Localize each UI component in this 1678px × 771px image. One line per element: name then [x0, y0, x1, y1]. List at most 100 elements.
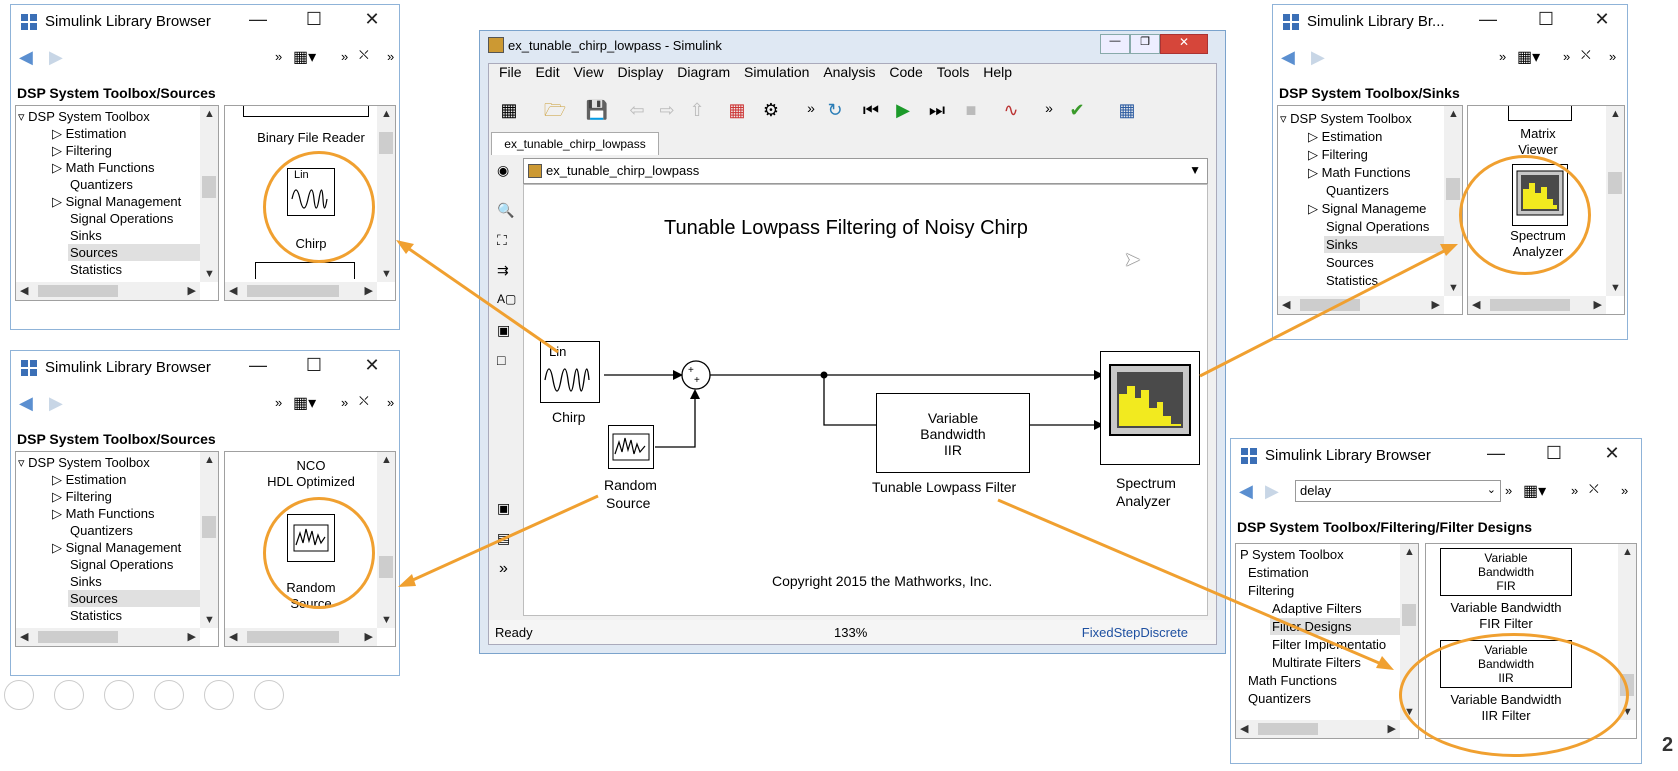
tree-item[interactable]: ▷ Signal Management: [52, 540, 182, 555]
close-icon[interactable]: ✕: [364, 355, 380, 375]
library-browser-icon[interactable]: ▦: [728, 100, 746, 120]
horizontal-scrollbar[interactable]: ◀▶: [16, 628, 200, 646]
slides-grid-icon[interactable]: [154, 680, 184, 710]
vertical-scrollbar[interactable]: ▲▼: [1606, 106, 1624, 296]
tree-item[interactable]: Estimation: [1248, 565, 1309, 580]
block-pane[interactable]: Variable Bandwidth FIR Variable Bandwidt…: [1425, 543, 1637, 739]
more-icon-3[interactable]: »: [387, 395, 395, 410]
run-icon[interactable]: ▶: [896, 100, 910, 120]
library-tree[interactable]: ▿ DSP System Toolbox ▷ Estimation ▷ Filt…: [15, 105, 219, 301]
tree-item[interactable]: Sinks: [70, 574, 102, 589]
pin-icon[interactable]: ⛌: [359, 47, 369, 62]
spectrum-analyzer-block[interactable]: [1100, 351, 1200, 465]
library-tree[interactable]: P System Toolbox Estimation Filtering Ad…: [1235, 543, 1419, 739]
area-icon[interactable]: □: [497, 352, 506, 368]
maximize-icon[interactable]: ☐: [305, 355, 323, 375]
tree-item-selected[interactable]: Filter Designs: [1270, 618, 1402, 635]
menu-display[interactable]: Display: [617, 64, 664, 80]
tree-item[interactable]: ▷ Estimation: [52, 472, 127, 487]
minimize-icon[interactable]: —: [1487, 443, 1505, 463]
close-icon[interactable]: ✕: [364, 9, 380, 29]
step-forward-icon[interactable]: ⏭: [928, 100, 946, 120]
back-icon[interactable]: ◀: [19, 393, 33, 413]
variable-bandwidth-iir-block[interactable]: Variable Bandwidth IIR: [876, 393, 1030, 473]
random-source-block[interactable]: [608, 425, 654, 469]
tree-item[interactable]: ▷ Signal Manageme: [1308, 201, 1427, 216]
expand-icon[interactable]: ▿: [18, 455, 25, 470]
pen-icon[interactable]: [104, 680, 134, 710]
horizontal-scrollbar[interactable]: ◀▶: [16, 282, 200, 300]
menu-edit[interactable]: Edit: [535, 64, 560, 80]
maximize-icon[interactable]: ☐: [1537, 9, 1555, 29]
more-icon-3[interactable]: »: [387, 49, 395, 64]
minimize-icon[interactable]: —: [1479, 9, 1497, 29]
tree-item[interactable]: Quantizers: [1248, 691, 1311, 706]
save-icon[interactable]: 💾: [585, 100, 609, 120]
hardware-icon[interactable]: ▦: [1118, 100, 1136, 120]
tree-item[interactable]: Quantizers: [70, 177, 133, 192]
horizontal-scrollbar[interactable]: ◀▶: [1236, 720, 1400, 738]
block-pane[interactable]: Binary File Reader Lin Chirp ▲▼ ◀▶: [224, 105, 396, 301]
zoom-icon[interactable]: [204, 680, 234, 710]
next-slide-icon[interactable]: [54, 680, 84, 710]
camera-icon[interactable]: ▣: [497, 500, 511, 516]
new-model-icon[interactable]: ▦▾: [1523, 483, 1547, 500]
tree-item[interactable]: ▷ Math Functions: [52, 160, 155, 175]
vertical-scrollbar[interactable]: ▲▼: [200, 452, 218, 628]
tree-item[interactable]: Statistics: [70, 608, 123, 623]
tree-item[interactable]: Sources: [1326, 255, 1374, 270]
close-icon[interactable]: ✕: [1604, 443, 1620, 463]
more-icon[interactable]: »: [275, 395, 283, 410]
zoom-in-icon[interactable]: 🔍: [497, 202, 515, 218]
new-model-icon[interactable]: ▦▾: [293, 49, 317, 66]
vertical-scrollbar[interactable]: ▲▼: [1400, 544, 1418, 720]
tree-item[interactable]: ▷ Estimation: [52, 126, 127, 141]
menu-tools[interactable]: Tools: [936, 64, 970, 80]
restore-icon[interactable]: ❐: [1130, 34, 1160, 54]
tree-item[interactable]: Quantizers: [1326, 183, 1389, 198]
more-icon[interactable]: »: [807, 100, 815, 116]
tree-item[interactable]: Multirate Filters: [1272, 655, 1361, 670]
close-icon[interactable]: ✕: [1160, 34, 1208, 54]
forward-icon[interactable]: ▶: [49, 393, 63, 413]
chevron-down-icon[interactable]: ▼: [1189, 163, 1201, 177]
maximize-icon[interactable]: ☐: [1545, 443, 1563, 463]
vertical-scrollbar[interactable]: ▲▼: [1618, 544, 1636, 720]
expand-icon[interactable]: ▿: [18, 109, 25, 124]
fit-view-icon[interactable]: ⛶: [497, 232, 507, 248]
tree-item[interactable]: Signal Operations: [70, 557, 174, 572]
random-source-block-icon[interactable]: [287, 514, 335, 562]
horizontal-scrollbar[interactable]: ◀▶: [1468, 296, 1606, 314]
menu-code[interactable]: Code: [889, 64, 923, 80]
menu-file[interactable]: File: [499, 64, 522, 80]
loop-icon[interactable]: ↻: [827, 100, 843, 120]
tree-item[interactable]: Statistics: [1326, 273, 1379, 288]
horizontal-scrollbar[interactable]: ◀▶: [1278, 296, 1444, 314]
vertical-scrollbar[interactable]: ▲▼: [200, 106, 218, 282]
tree-item[interactable]: ▷ Estimation: [1308, 129, 1383, 144]
model-tab[interactable]: ex_tunable_chirp_lowpass: [491, 132, 659, 155]
forward-icon[interactable]: ▶: [49, 47, 63, 67]
minimize-icon[interactable]: —: [249, 9, 267, 29]
expand-icon[interactable]: ▿: [1280, 111, 1287, 126]
vertical-scrollbar[interactable]: ▲▼: [1444, 106, 1462, 296]
spectrum-analyzer-block-icon[interactable]: [1512, 164, 1568, 226]
solver-name[interactable]: FixedStepDiscrete: [1081, 625, 1188, 640]
arrow-icon[interactable]: ⇉: [497, 262, 509, 278]
step-back-icon[interactable]: ⏮: [862, 100, 880, 120]
menu-simulation[interactable]: Simulation: [744, 64, 810, 80]
menu-help[interactable]: Help: [983, 64, 1013, 80]
more-icon[interactable]: »: [1505, 483, 1513, 498]
more-icon-2[interactable]: »: [341, 395, 349, 410]
more-icon-3[interactable]: »: [1609, 49, 1617, 64]
scope-icon[interactable]: ∿: [1003, 100, 1019, 120]
report-icon[interactable]: ▤: [497, 530, 511, 546]
chirp-block[interactable]: Lin: [540, 341, 600, 403]
tree-item-selected[interactable]: Sources: [68, 590, 200, 607]
up-icon[interactable]: ⇧: [689, 100, 705, 120]
tree-item[interactable]: ▿ DSP System Toolbox: [18, 109, 150, 124]
more-icon-2[interactable]: »: [1563, 49, 1571, 64]
library-tree[interactable]: ▿ DSP System Toolbox ▷ Estimation ▷ Filt…: [1277, 105, 1463, 315]
tree-item-selected[interactable]: Sources: [68, 244, 200, 261]
more-icon[interactable]: »: [275, 49, 283, 64]
